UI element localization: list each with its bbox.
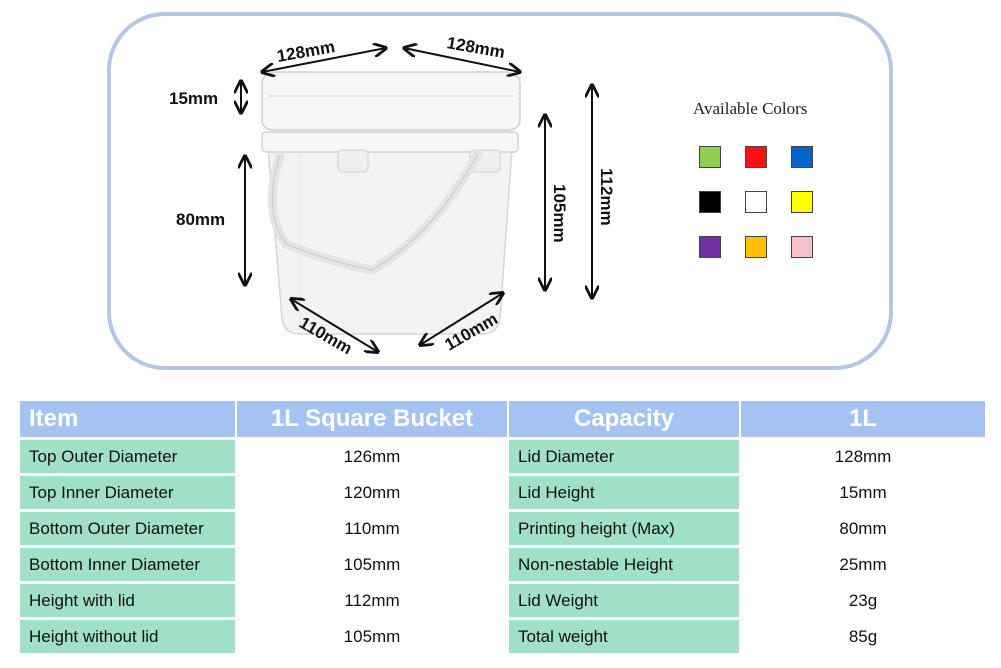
row-label: Lid Weight bbox=[509, 584, 739, 617]
color-swatch bbox=[745, 236, 767, 258]
color-swatch bbox=[791, 146, 813, 168]
row-label: Top Inner Diameter bbox=[20, 476, 235, 509]
header-product: 1L Square Bucket bbox=[237, 401, 507, 437]
arrow-bottom-right bbox=[420, 293, 503, 345]
color-swatch bbox=[699, 146, 721, 168]
dim-print-height: 80mm bbox=[176, 210, 225, 229]
color-swatch bbox=[699, 236, 721, 258]
color-swatch bbox=[791, 236, 813, 258]
row-value: 105mm bbox=[237, 548, 507, 581]
dim-lid-height: 15mm bbox=[169, 89, 218, 108]
row-label: Bottom Inner Diameter bbox=[20, 548, 235, 581]
dim-height-outer: 112mm bbox=[597, 168, 616, 226]
row-value: 105mm bbox=[237, 620, 507, 653]
table-row: Height with lid 112mm Lid Weight 23g bbox=[20, 584, 985, 617]
arrow-top-right bbox=[404, 48, 520, 72]
row-label: Printing height (Max) bbox=[509, 512, 739, 545]
dim-top-left: 128mm bbox=[275, 37, 336, 66]
row-value: 126mm bbox=[237, 440, 507, 473]
header-capacity-value: 1L bbox=[741, 401, 985, 437]
row-value: 128mm bbox=[741, 440, 985, 473]
row-value: 120mm bbox=[237, 476, 507, 509]
row-label: Lid Height bbox=[509, 476, 739, 509]
row-label: Height with lid bbox=[20, 584, 235, 617]
table-row: Bottom Outer Diameter 110mm Printing hei… bbox=[20, 512, 985, 545]
arrow-top-left bbox=[262, 48, 386, 72]
row-value: 85g bbox=[741, 620, 985, 653]
row-value: 110mm bbox=[237, 512, 507, 545]
table-row: Top Inner Diameter 120mm Lid Height 15mm bbox=[20, 476, 985, 509]
row-value: 112mm bbox=[237, 584, 507, 617]
color-swatch bbox=[699, 191, 721, 213]
bucket-dimension-drawing: 128mm 128mm 15mm 80mm 105mm 112mm 110mm … bbox=[169, 33, 616, 358]
table-row: Height without lid 105mm Total weight 85… bbox=[20, 620, 985, 653]
row-label: Bottom Outer Diameter bbox=[20, 512, 235, 545]
arrow-bottom-left bbox=[291, 299, 378, 352]
spec-table: Item 1L Square Bucket Capacity 1L Top Ou… bbox=[18, 398, 987, 656]
row-label: Height without lid bbox=[20, 620, 235, 653]
row-value: 80mm bbox=[741, 512, 985, 545]
bucket-illustration bbox=[261, 71, 521, 335]
row-value: 23g bbox=[741, 584, 985, 617]
header-capacity: Capacity bbox=[509, 401, 739, 437]
row-label: Total weight bbox=[509, 620, 739, 653]
row-value: 25mm bbox=[741, 548, 985, 581]
spec-table-header: Item 1L Square Bucket Capacity 1L bbox=[20, 401, 985, 437]
color-swatch bbox=[791, 191, 813, 213]
row-value: 15mm bbox=[741, 476, 985, 509]
dim-height-inner: 105mm bbox=[550, 184, 569, 243]
color-swatch bbox=[745, 146, 767, 168]
row-label: Non-nestable Height bbox=[509, 548, 739, 581]
row-label: Lid Diameter bbox=[509, 440, 739, 473]
color-swatch bbox=[745, 191, 767, 213]
row-label: Top Outer Diameter bbox=[20, 440, 235, 473]
table-row: Top Outer Diameter 126mm Lid Diameter 12… bbox=[20, 440, 985, 473]
header-item: Item bbox=[20, 401, 235, 437]
table-row: Bottom Inner Diameter 105mm Non-nestable… bbox=[20, 548, 985, 581]
available-colors-title: Available Colors bbox=[693, 99, 808, 118]
